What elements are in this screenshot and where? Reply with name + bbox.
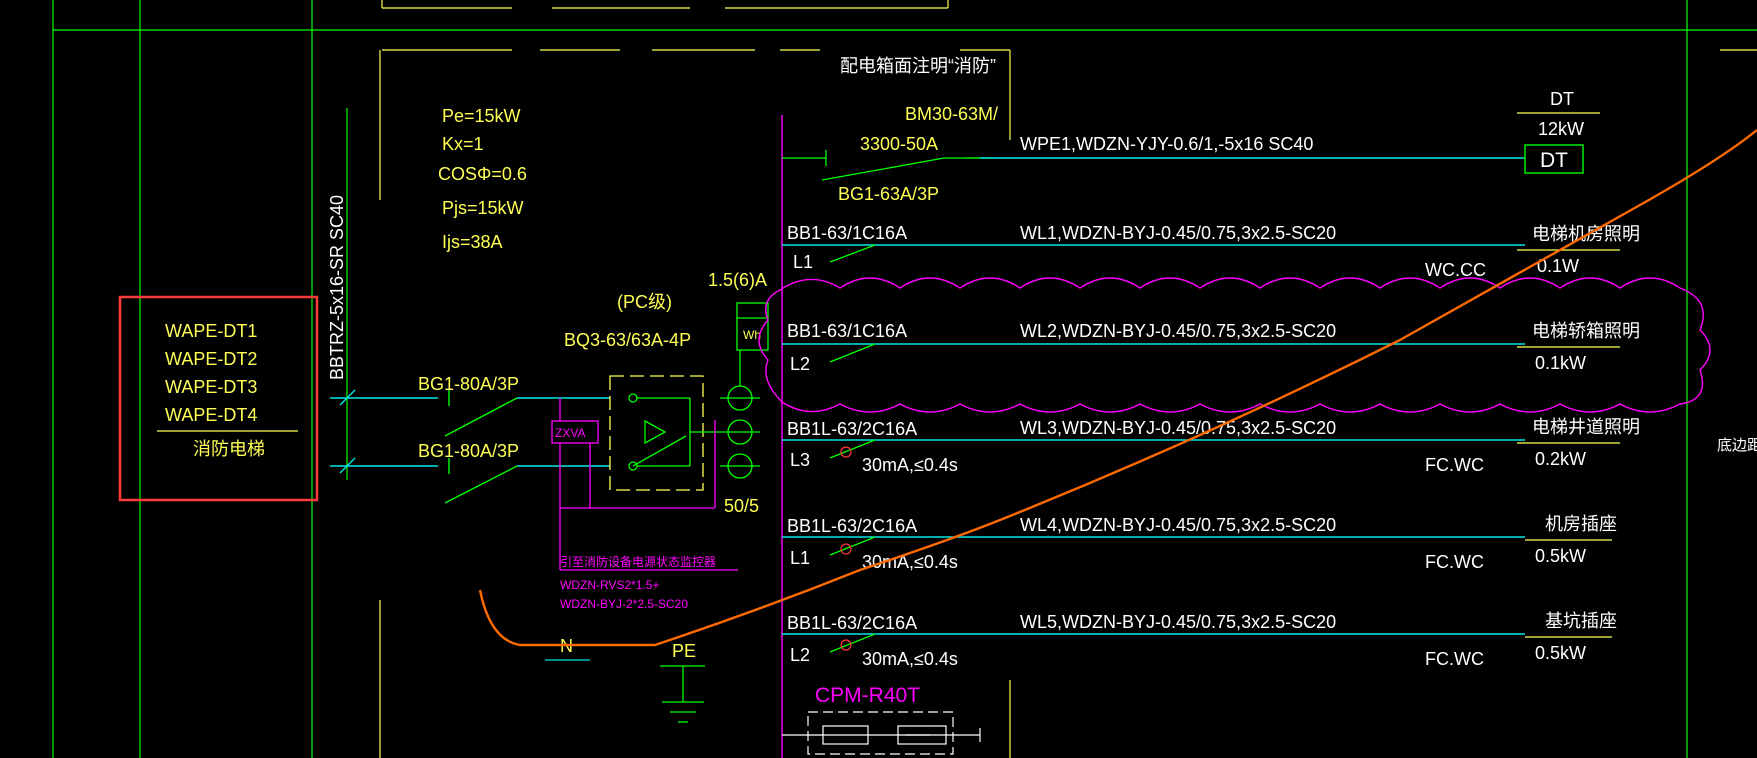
ats-internals <box>628 393 760 471</box>
pe-label: PE <box>672 641 696 661</box>
spd-box[interactable] <box>807 711 954 755</box>
title-note: 配电箱面注明“消防” <box>840 56 996 76</box>
spd-symbol <box>782 725 981 745</box>
circuit-3-phase: L3 <box>790 450 810 470</box>
zxva-box[interactable] <box>551 420 599 444</box>
circuit-1-cable: WL1,WDZN-BYJ-0.45/0.75,3x2.5-SC20 <box>1020 223 1336 243</box>
frame-lines <box>52 0 1757 758</box>
circuit-3[interactable]: BB1L-63/2C16A L3 30mA,≤0.4s WL3,WDZN-BYJ… <box>782 417 1640 475</box>
circuit-3-cable: WL3,WDZN-BYJ-0.45/0.75,3x2.5-SC20 <box>1020 418 1336 438</box>
circuit-5-breaker: BB1L-63/2C16A <box>787 613 917 633</box>
circuit-2-cable: WL2,WDZN-BYJ-0.45/0.75,3x2.5-SC20 <box>1020 321 1336 341</box>
input-breaker-2: BG1-80A/3P <box>418 441 519 461</box>
circuit-1-breaker: BB1-63/1C16A <box>787 223 907 243</box>
feeder-name: 消防电梯 <box>193 439 265 459</box>
feeder-label-dt1: WAPE-DT1 <box>165 321 257 341</box>
feeder-label-dt2: WAPE-DT2 <box>165 349 257 369</box>
circuit-1-power: 0.1W <box>1537 256 1579 276</box>
circuit-4-phase: L1 <box>790 548 810 568</box>
incoming-cable-label: BBTRZ-5x16-SR SC40 <box>327 195 347 380</box>
top-dash-segments <box>379 0 1757 758</box>
circuit-5-rcd: 30mA,≤0.4s <box>862 649 958 669</box>
circuit-4-install: FC.WC <box>1425 552 1484 572</box>
revision-cloud <box>758 277 1711 413</box>
param-kx: Kx=1 <box>442 134 484 154</box>
circuit-4-breaker: BB1L-63/2C16A <box>787 516 917 536</box>
circuit-5-cable: WL5,WDZN-BYJ-0.45/0.75,3x2.5-SC20 <box>1020 612 1336 632</box>
circuit-3-load: 电梯井道照明 <box>1532 417 1640 437</box>
main-load-power: 12kW <box>1538 119 1584 139</box>
edge-note: 底边距 <box>1717 437 1757 454</box>
main-load-box[interactable] <box>1524 144 1584 174</box>
circuit-1[interactable]: BB1-63/1C16A L1 WL1,WDZN-BYJ-0.45/0.75,3… <box>782 223 1640 280</box>
ats-model: BQ3-63/63A-4P <box>564 330 691 350</box>
circuit-4-cable: WL4,WDZN-BYJ-0.45/0.75,3x2.5-SC20 <box>1020 515 1336 535</box>
circuit-4-rcd: 30mA,≤0.4s <box>862 552 958 572</box>
circuit-1-install: WC.CC <box>1425 260 1486 280</box>
ct-coils <box>720 350 760 479</box>
circuit-3-install: FC.WC <box>1425 455 1484 475</box>
circuit-5-install: FC.WC <box>1425 649 1484 669</box>
param-cos: COSΦ=0.6 <box>438 164 527 184</box>
circuit-4-power: 0.5kW <box>1535 546 1586 566</box>
circuit-2-power: 0.1kW <box>1535 353 1586 373</box>
circuit-3-rcd: 30mA,≤0.4s <box>862 455 958 475</box>
circuit-5-load: 基坑插座 <box>1545 611 1617 631</box>
main-load-name: DT <box>1550 89 1574 109</box>
circuit-3-power: 0.2kW <box>1535 449 1586 469</box>
param-pjs: Pjs=15kW <box>442 198 524 218</box>
feeder-selection-box[interactable] <box>118 295 319 502</box>
zxva-label: ZXVA <box>555 426 585 440</box>
param-pe: Pe=15kW <box>442 106 521 126</box>
meter-box[interactable] <box>736 302 769 351</box>
main-breaker-alt: BG1-63A/3P <box>838 184 939 204</box>
fire-link-cable1: WDZN-RVS2*1.5+ <box>560 578 659 592</box>
spd-label: CPM-R40T <box>815 684 920 707</box>
circuit-4[interactable]: BB1L-63/2C16A L1 30mA,≤0.4s WL4,WDZN-BYJ… <box>782 514 1617 572</box>
circuit-1-phase: L1 <box>793 252 813 272</box>
fire-link-cable2: WDZN-BYJ-2*2.5-SC20 <box>560 597 688 611</box>
circuit-2-load: 电梯轿箱照明 <box>1532 321 1640 341</box>
fire-link-title: 引至消防设备电源状态监控器 <box>560 554 716 569</box>
circuit-4-load: 机房插座 <box>1545 514 1617 534</box>
circuit-3-breaker: BB1L-63/2C16A <box>787 419 917 439</box>
ats-class: (PC级) <box>617 292 672 312</box>
main-breaker-line1: BM30-63M/ <box>905 104 998 124</box>
ct-ratio: 50/5 <box>724 496 759 516</box>
ground-symbol <box>660 665 705 723</box>
input-lines <box>330 389 610 474</box>
feeder-label-dt3: WAPE-DT3 <box>165 377 257 397</box>
ats-box[interactable] <box>609 375 704 491</box>
main-breaker-line2: 3300-50A <box>860 134 938 154</box>
meter-label: Wh <box>743 328 761 342</box>
circuit-2-phase: L2 <box>790 354 810 374</box>
circuit-2[interactable]: BB1-63/1C16A L2 WL2,WDZN-BYJ-0.45/0.75,3… <box>782 321 1640 374</box>
circuit-5[interactable]: BB1L-63/2C16A L2 30mA,≤0.4s WL5,WDZN-BYJ… <box>782 611 1617 669</box>
main-circuit-lines <box>782 150 992 181</box>
input-breaker-1: BG1-80A/3P <box>418 374 519 394</box>
circuit-5-power: 0.5kW <box>1535 643 1586 663</box>
orange-annotation-curve <box>478 129 1757 647</box>
circuit-2-breaker: BB1-63/1C16A <box>787 321 907 341</box>
main-load-box-label: DT <box>1540 149 1568 172</box>
circuit-5-phase: L2 <box>790 645 810 665</box>
param-ijs: Ijs=38A <box>442 232 503 252</box>
main-cable: WPE1,WDZN-YJY-0.6/1,-5x16 SC40 <box>1020 134 1313 154</box>
meter-rating: 1.5(6)A <box>708 270 767 290</box>
feeder-label-dt4: WAPE-DT4 <box>165 405 257 425</box>
